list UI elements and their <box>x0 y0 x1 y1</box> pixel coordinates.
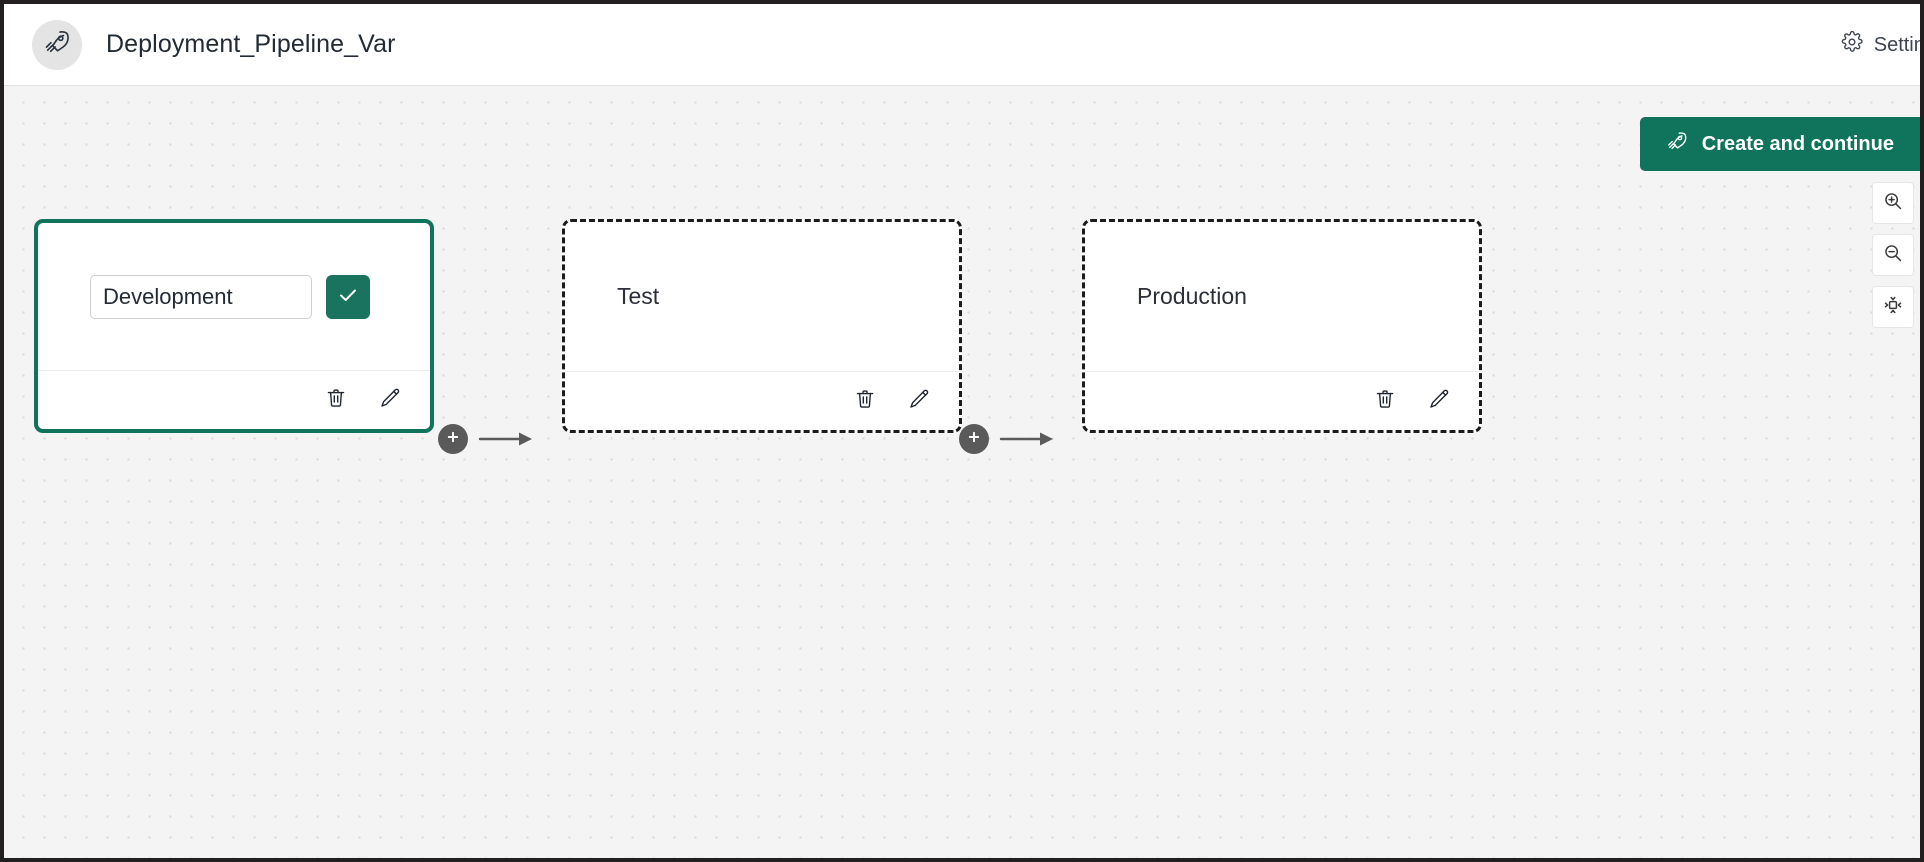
node-footer <box>1085 371 1479 430</box>
page-title: Deployment_Pipeline_Var <box>106 30 396 58</box>
pipeline-canvas[interactable]: Create and continue <box>4 86 1920 858</box>
header-right-group: Settings <box>1841 4 1920 86</box>
confirm-stage-name-button[interactable] <box>326 274 370 319</box>
rocket-icon <box>43 28 71 61</box>
node-footer <box>565 371 959 430</box>
app-header: Deployment_Pipeline_Var Settings <box>4 4 1920 86</box>
gear-icon <box>1841 30 1863 59</box>
settings-button[interactable]: Settings <box>1841 30 1924 59</box>
plus-icon <box>444 428 462 451</box>
zoom-out-button[interactable] <box>1872 234 1914 276</box>
pencil-icon <box>1427 387 1451 416</box>
connector-test-production <box>959 419 1055 459</box>
plus-icon <box>965 428 983 451</box>
pencil-icon <box>907 387 931 416</box>
trash-icon <box>853 387 877 416</box>
add-stage-button[interactable] <box>438 424 468 454</box>
create-and-continue-label: Create and continue <box>1701 132 1894 155</box>
create-and-continue-button[interactable]: Create and continue <box>1639 117 1920 171</box>
node-label: Production <box>1137 283 1247 309</box>
node-body <box>38 223 430 370</box>
app-avatar <box>32 19 82 70</box>
node-footer <box>38 370 430 429</box>
arrow-icon <box>478 432 532 446</box>
trash-icon <box>1373 387 1397 416</box>
delete-stage-button[interactable] <box>322 386 350 414</box>
stage-name-input[interactable] <box>90 274 312 319</box>
zoom-in-icon <box>1882 190 1904 217</box>
delete-stage-button[interactable] <box>1371 387 1399 415</box>
pencil-icon <box>378 386 402 415</box>
node-label: Test <box>617 283 660 309</box>
delete-stage-button[interactable] <box>851 387 879 415</box>
pipeline-node-test[interactable]: Test <box>562 219 962 433</box>
fit-view-button[interactable] <box>1872 286 1914 328</box>
settings-label: Settings <box>1873 33 1924 56</box>
node-body: Production <box>1085 222 1479 371</box>
arrow-icon <box>999 432 1053 446</box>
zoom-out-icon <box>1882 242 1904 269</box>
rocket-icon <box>1666 130 1688 158</box>
header-left-group: Deployment_Pipeline_Var <box>4 19 396 70</box>
fit-view-icon <box>1881 293 1905 322</box>
check-icon <box>336 283 360 310</box>
connector-development-test <box>438 419 534 459</box>
add-stage-button[interactable] <box>959 424 989 454</box>
edit-stage-button[interactable] <box>376 386 404 414</box>
zoom-in-button[interactable] <box>1872 182 1914 224</box>
edit-stage-button[interactable] <box>1425 387 1453 415</box>
canvas-zoom-controls <box>1872 182 1914 328</box>
pipeline-node-development[interactable] <box>34 219 434 433</box>
node-body: Test <box>565 222 959 371</box>
node-edit-row <box>90 274 370 319</box>
pipeline-node-production[interactable]: Production <box>1082 219 1482 433</box>
edit-stage-button[interactable] <box>905 387 933 415</box>
trash-icon <box>324 386 348 415</box>
